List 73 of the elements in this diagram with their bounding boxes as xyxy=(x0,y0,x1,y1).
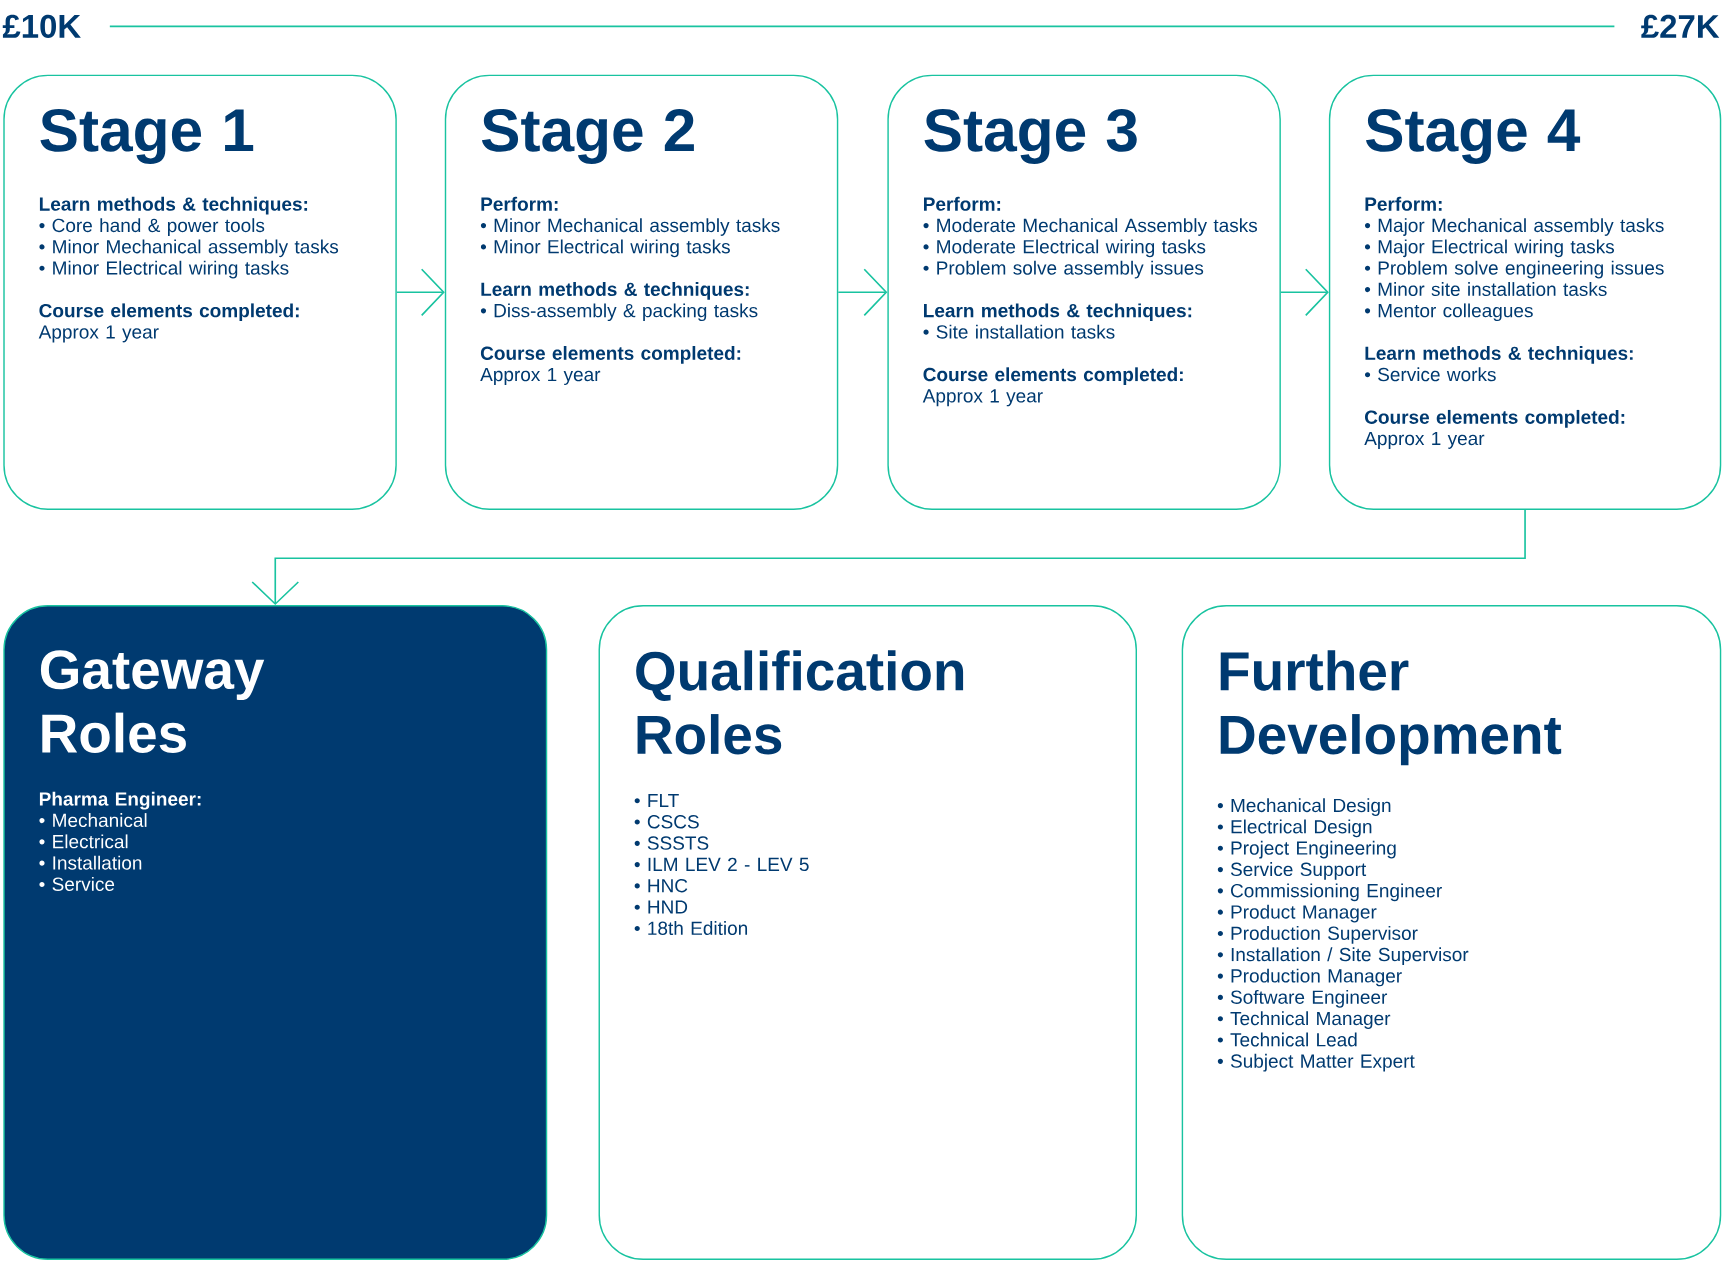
list-item: • Core hand & power tools xyxy=(39,218,265,236)
roles-card xyxy=(3,605,548,1261)
section-label: Course elements completed: xyxy=(1365,410,1625,428)
list-item: • Service xyxy=(39,877,115,892)
list-item: • Minor Electrical wiring tasks xyxy=(39,260,289,279)
list-item: Approx 1 year xyxy=(922,389,1043,407)
section-label: Course elements completed: xyxy=(923,367,1183,386)
list-item: Approx 1 year xyxy=(480,368,601,386)
section-label: Pharma Engineer: xyxy=(39,791,201,810)
list-item: • Technical Manager xyxy=(1217,1011,1391,1030)
list-item: • Minor Mechanical assembly tasks xyxy=(480,218,780,236)
list-item: Approx 1 year xyxy=(38,325,159,343)
stage-card xyxy=(444,74,839,511)
section-label: Perform: xyxy=(924,197,1001,211)
roles-card xyxy=(1181,605,1722,1261)
list-item: • Installation xyxy=(39,855,142,870)
section-label: Perform: xyxy=(1365,197,1442,211)
list-item: • CSCS xyxy=(634,815,699,829)
list-item: • Site installation tasks xyxy=(923,324,1115,339)
heading: Stage 4 xyxy=(1365,109,1581,165)
list-item: • Electrical xyxy=(39,834,128,849)
list-item: • Installation / Site Supervisor xyxy=(1217,947,1469,966)
list-item: • Software Engineer xyxy=(1217,990,1388,1008)
list-item: • Problem solve engineering issues xyxy=(1365,260,1664,279)
list-item: • Minor Electrical wiring tasks xyxy=(480,239,730,258)
list-item: • HND xyxy=(634,900,688,914)
list-item: • ILM LEV 2 - LEV 5 xyxy=(634,857,809,872)
heading: Gateway Roles xyxy=(40,650,265,754)
heading: Further Development xyxy=(1220,650,1562,766)
heading: Stage 3 xyxy=(924,109,1137,165)
list-item: • Commissioning Engineer xyxy=(1217,883,1442,902)
list-item: • Service works xyxy=(1365,367,1496,382)
section-label: Learn methods & techniques: xyxy=(39,197,308,215)
salary-label: £10K xyxy=(2,14,81,39)
list-item: • Moderate Mechanical Assembly tasks xyxy=(923,218,1258,236)
list-item: • HNC xyxy=(634,879,688,893)
section-label: Learn methods & techniques: xyxy=(1365,346,1633,364)
roles-card xyxy=(598,605,1137,1261)
list-item: • Diss-assembly & packing tasks xyxy=(480,303,758,322)
list-item: • Product Manager xyxy=(1217,904,1377,923)
list-item: • Technical Lead xyxy=(1217,1032,1357,1047)
list-item: • Moderate Electrical wiring tasks xyxy=(923,239,1206,258)
section-label: Course elements completed: xyxy=(480,346,741,364)
list-item: • Project Engineering xyxy=(1217,840,1396,859)
stage-card xyxy=(3,74,397,511)
list-item: • Subject Matter Expert xyxy=(1217,1054,1415,1072)
list-item: • Minor site installation tasks xyxy=(1365,282,1607,297)
list-item: Approx 1 year xyxy=(1364,432,1485,450)
list-item: • Mechanical Design xyxy=(1217,798,1391,817)
list-item: • Mechanical xyxy=(39,813,147,828)
heading: Stage 1 xyxy=(40,109,254,165)
section-label: Perform: xyxy=(481,197,558,211)
section-label: Learn methods & techniques: xyxy=(481,282,749,300)
section-label: Course elements completed: xyxy=(39,303,299,322)
list-item: • Major Electrical wiring tasks xyxy=(1365,239,1614,258)
list-item: • Production Manager xyxy=(1217,968,1402,987)
heading: Qualification Roles xyxy=(636,650,964,755)
salary-label: £27K xyxy=(1641,14,1720,38)
stage-card xyxy=(1328,74,1722,511)
heading: Stage 2 xyxy=(481,109,694,165)
list-item: • Service Support xyxy=(1217,862,1367,880)
list-item: • FLT xyxy=(634,794,679,808)
list-item: • Major Mechanical assembly tasks xyxy=(1365,218,1664,236)
list-item: • Production Supervisor xyxy=(1217,926,1418,944)
stage-card xyxy=(887,74,1281,511)
section-label: Learn methods & techniques: xyxy=(924,303,1192,322)
list-item: • Mentor colleagues xyxy=(1365,303,1533,322)
list-item: • Minor Mechanical assembly tasks xyxy=(39,239,339,258)
list-item: • SSSTS xyxy=(634,836,709,850)
list-item: • Electrical Design xyxy=(1217,819,1372,838)
list-item: • Problem solve assembly issues xyxy=(923,260,1204,279)
list-item: • 18th Edition xyxy=(634,921,748,936)
arrow xyxy=(251,509,1526,606)
